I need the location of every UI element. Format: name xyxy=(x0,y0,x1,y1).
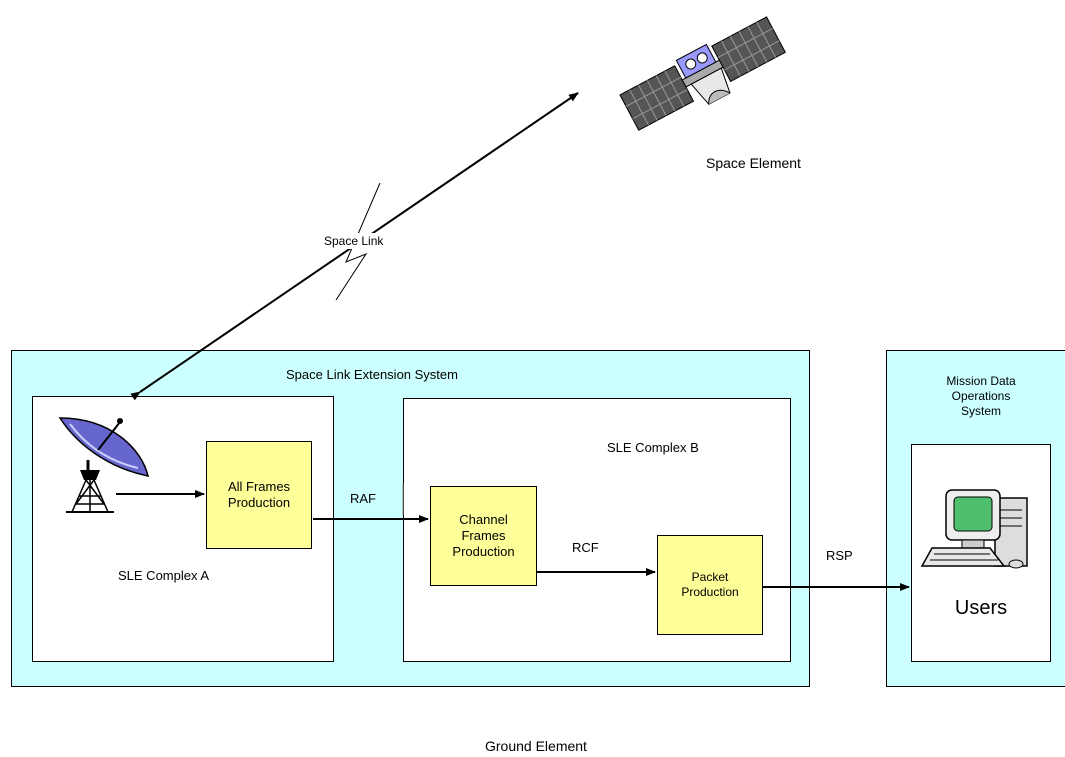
mdos-title: Mission Data Operations System xyxy=(886,374,1065,419)
channel-frames-line3: Production xyxy=(452,544,515,559)
mdos-title-line3: System xyxy=(960,404,1001,418)
sle-system-title: Space Link Extension System xyxy=(286,367,458,382)
packet-production-line1: Packet xyxy=(691,570,729,584)
rcf-label: RCF xyxy=(572,540,599,555)
packet-production-box: Packet Production xyxy=(657,535,763,635)
all-frames-line2: Production xyxy=(227,495,291,510)
satellite-icon xyxy=(619,16,786,131)
space-element-label: Space Element xyxy=(706,155,801,171)
sle-complex-b-label: SLE Complex B xyxy=(607,440,699,455)
channel-frames-production-box: Channel Frames Production xyxy=(430,486,537,586)
channel-frames-line2: Frames xyxy=(461,528,506,543)
mdos-title-line2: Operations xyxy=(951,389,1011,403)
computer-icon xyxy=(920,489,1028,569)
all-frames-line1: All Frames xyxy=(227,479,291,494)
ground-element-label: Ground Element xyxy=(485,738,587,754)
raf-label: RAF xyxy=(350,491,376,506)
sle-complex-a-label: SLE Complex A xyxy=(118,568,210,583)
space-link-label: Space Link xyxy=(320,233,388,249)
packet-production-line2: Production xyxy=(681,585,739,599)
all-frames-production-box: All Frames Production xyxy=(206,441,312,549)
rsp-label: RSP xyxy=(826,548,853,563)
users-label: Users xyxy=(954,597,1008,619)
channel-frames-line1: Channel xyxy=(459,512,508,527)
space-link-symbol xyxy=(335,182,381,301)
ground-antenna-icon xyxy=(58,417,149,513)
mdos-title-line1: Mission Data xyxy=(946,374,1016,388)
